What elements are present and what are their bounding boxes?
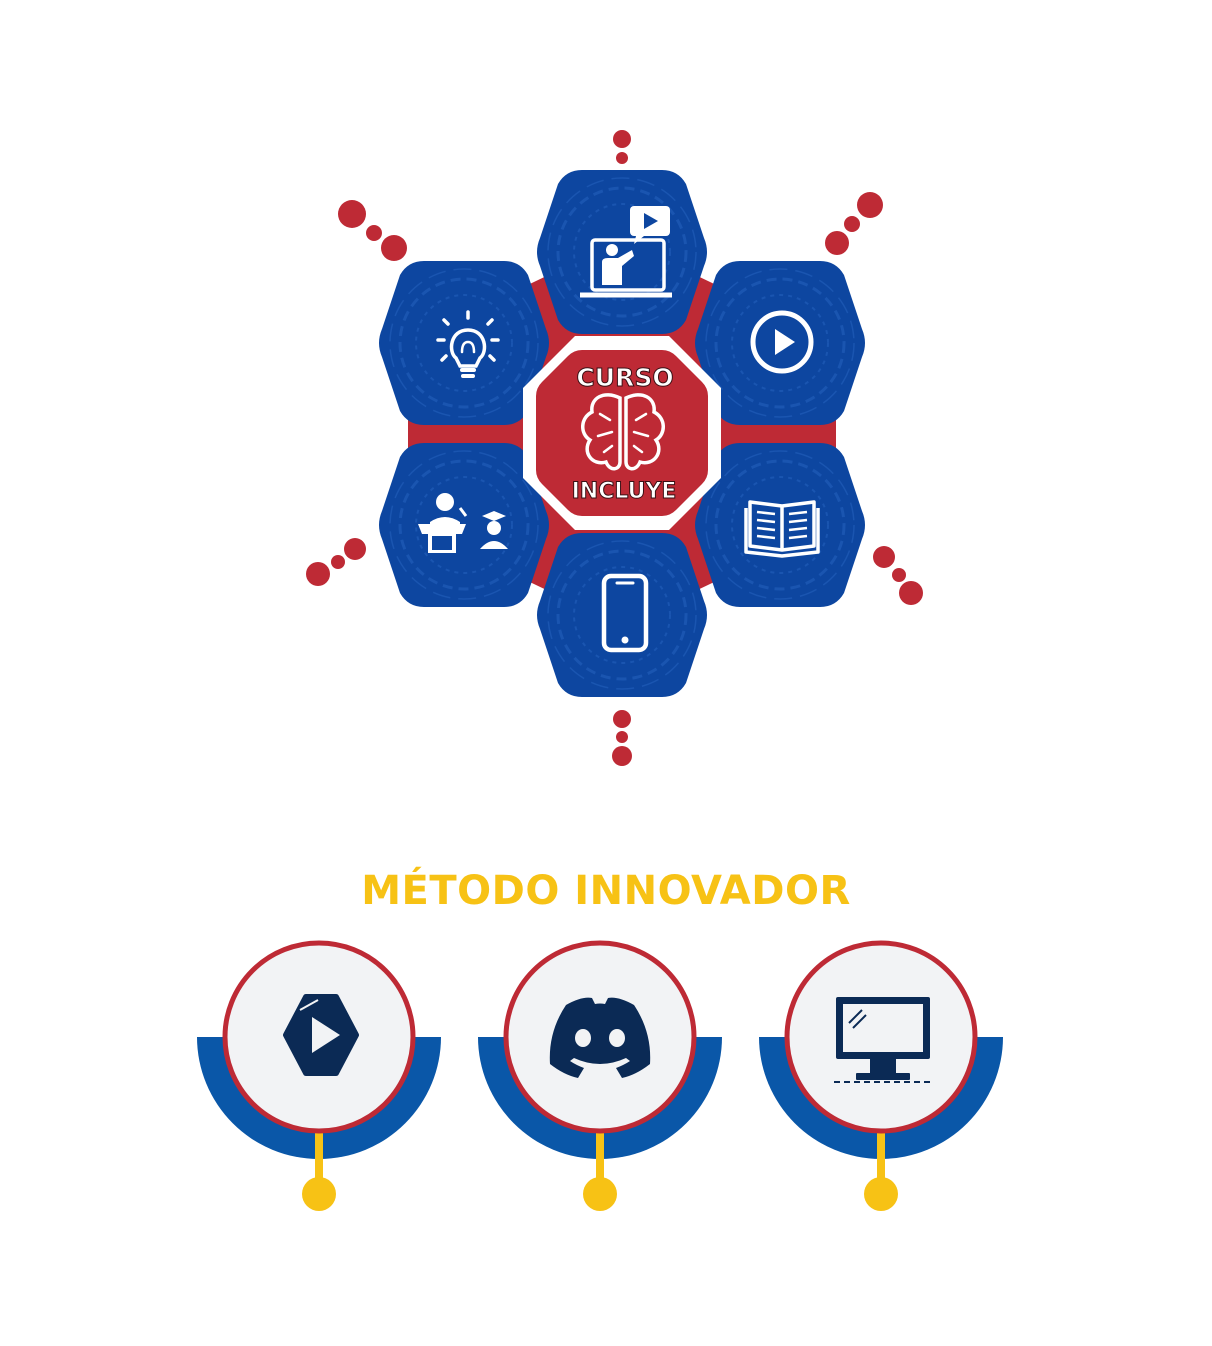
hub-title-line1: CURSO (576, 363, 673, 392)
video-platform-play-icon (283, 994, 359, 1076)
discord-icon (549, 997, 651, 1078)
course-includes-diagram: CURSO INCLUYE (306, 130, 923, 766)
lecturer-student-icon (418, 493, 508, 553)
hub-red-octagon (536, 350, 708, 516)
hub-title-line2: INCLUYE (572, 479, 677, 504)
method-card-desktop (759, 940, 1003, 1211)
section-title: MÉTODO INNOVADOR (361, 868, 851, 914)
play-circle-icon (750, 310, 814, 374)
decorative-dots (306, 130, 923, 766)
method-card-video-platform (197, 940, 441, 1211)
hex-tile-bottom (535, 531, 709, 699)
open-book-icon (744, 500, 820, 558)
brain-icon (581, 393, 665, 471)
method-card-discord (478, 940, 722, 1211)
online-teacher-icon (580, 206, 672, 298)
desktop-monitor-icon (834, 997, 932, 1083)
lightbulb-icon (436, 310, 500, 378)
hex-tile-top (535, 168, 709, 336)
smartphone-icon (601, 573, 649, 653)
